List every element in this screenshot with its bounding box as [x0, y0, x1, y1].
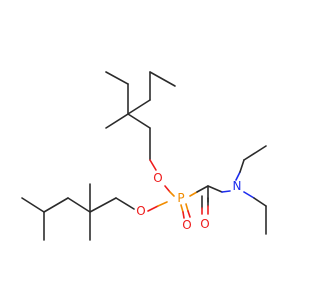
lower-alkyl-chain: [21, 183, 135, 241]
atom-nitrogen: N: [233, 179, 242, 193]
atom-o-carbonyl: O: [200, 217, 209, 231]
bond: [243, 145, 267, 161]
bond: [189, 191, 198, 197]
bond: [89, 197, 117, 213]
bond: [21, 197, 45, 213]
bond: [43, 197, 69, 213]
atom-o-lower: O: [136, 204, 145, 218]
bond: [180, 204, 184, 213]
phosphonate-core: [147, 185, 209, 219]
bond: [207, 185, 223, 193]
bond: [187, 210, 191, 218]
bond: [243, 191, 255, 199]
bond: [149, 71, 176, 87]
atom-o-upper: O: [153, 171, 162, 185]
bond: [221, 190, 231, 193]
bond: [105, 113, 129, 129]
bond: [157, 201, 168, 207]
atom-phosphorus: P: [177, 191, 184, 205]
diethylacetamide-group: [201, 145, 267, 235]
bond: [239, 159, 245, 173]
bond: [147, 205, 159, 212]
bond: [253, 197, 267, 207]
bond: [127, 113, 151, 129]
bond: [164, 185, 171, 193]
upper-alkyl-chain: [105, 71, 176, 171]
chemical-structure: O O P O O N: [21, 71, 267, 241]
bond: [182, 211, 185, 219]
atom-o-phosphoryl: O: [182, 218, 191, 232]
bond: [105, 71, 129, 85]
bond: [115, 197, 135, 210]
bond: [196, 185, 209, 193]
bond: [185, 203, 189, 212]
bond: [67, 197, 91, 213]
bond: [169, 191, 175, 197]
bond: [149, 159, 157, 171]
atom-labels: O O P O O N: [136, 171, 241, 232]
bond: [235, 171, 241, 181]
bond: [127, 99, 151, 115]
